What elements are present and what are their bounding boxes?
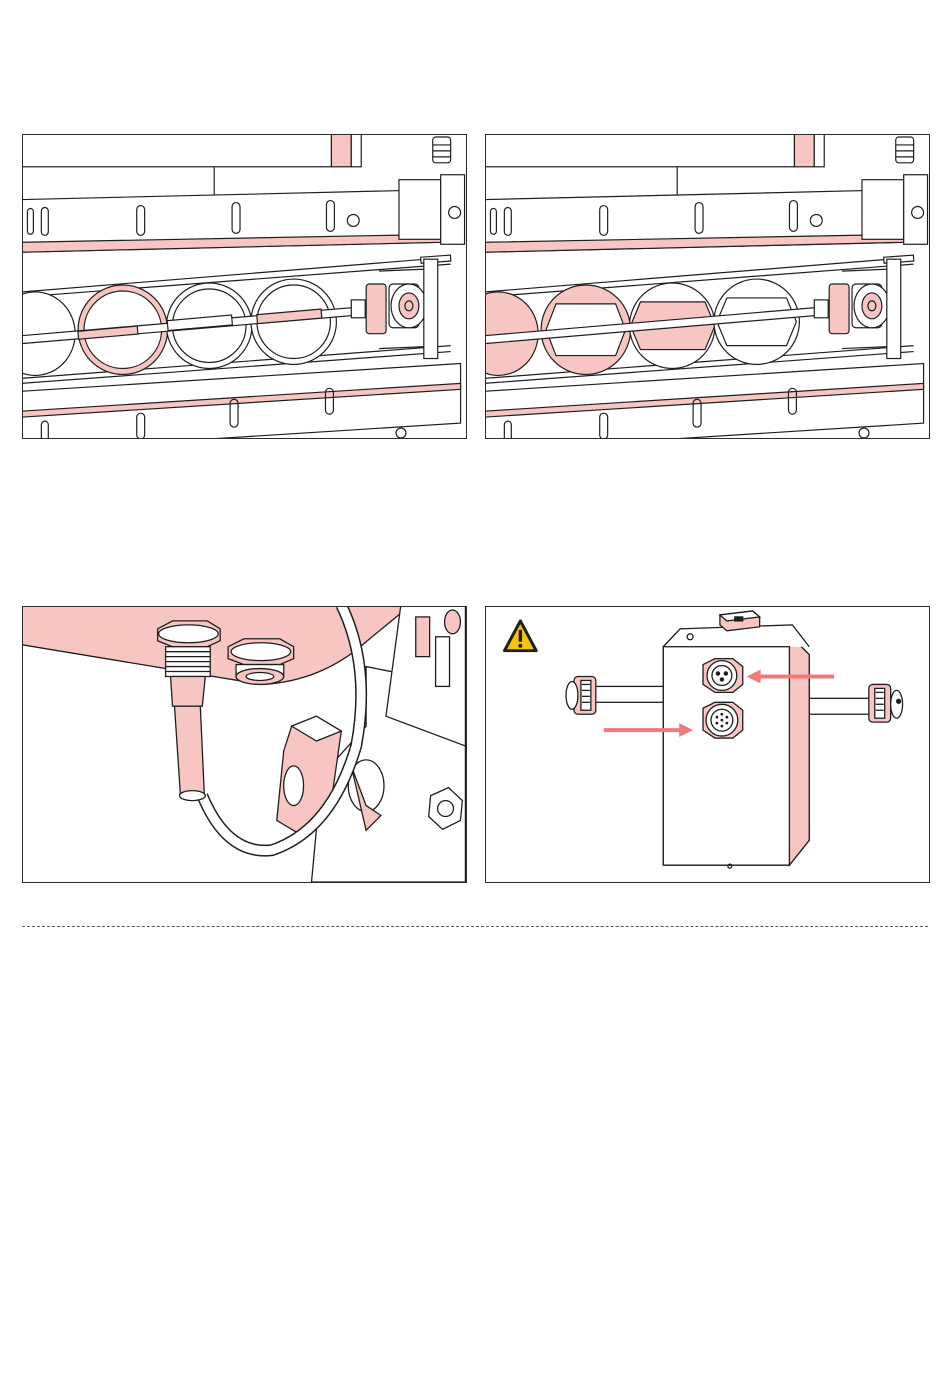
illustration-cable-gland — [23, 607, 466, 882]
illustration-conveyor-shaft-with-inserts — [23, 135, 466, 438]
figure-belt-inserts-removed — [485, 134, 930, 439]
arrow-to-bottom-connector — [604, 723, 693, 737]
illustration-conveyor-shaft-bare — [486, 135, 929, 438]
figure-cable-gland-connector — [22, 606, 467, 883]
illustration-control-box — [486, 607, 929, 882]
warning-icon — [504, 621, 536, 651]
section-divider — [22, 926, 928, 927]
figure-belt-inserts-installed — [22, 134, 467, 439]
figure-control-box-connectors — [485, 606, 930, 883]
